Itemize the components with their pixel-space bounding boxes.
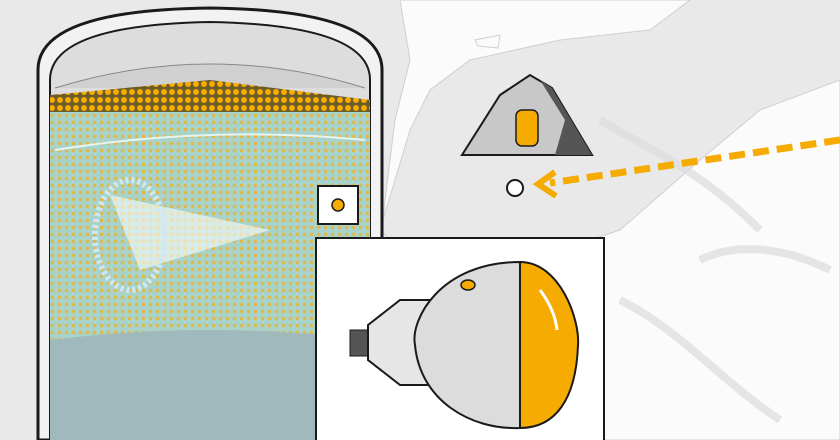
lower-water xyxy=(50,330,370,440)
island xyxy=(474,34,501,49)
detector-tank xyxy=(36,6,384,440)
cherenkov-cone xyxy=(110,195,270,270)
location-marker-icon xyxy=(506,179,524,197)
pmt-photocathode xyxy=(519,260,580,430)
mountain-icon xyxy=(460,73,594,156)
dashed-arrow-icon xyxy=(532,136,840,199)
terrain-shading xyxy=(597,116,832,424)
photomultiplier-tube-inset xyxy=(315,237,605,440)
cherenkov-ring xyxy=(92,177,168,293)
